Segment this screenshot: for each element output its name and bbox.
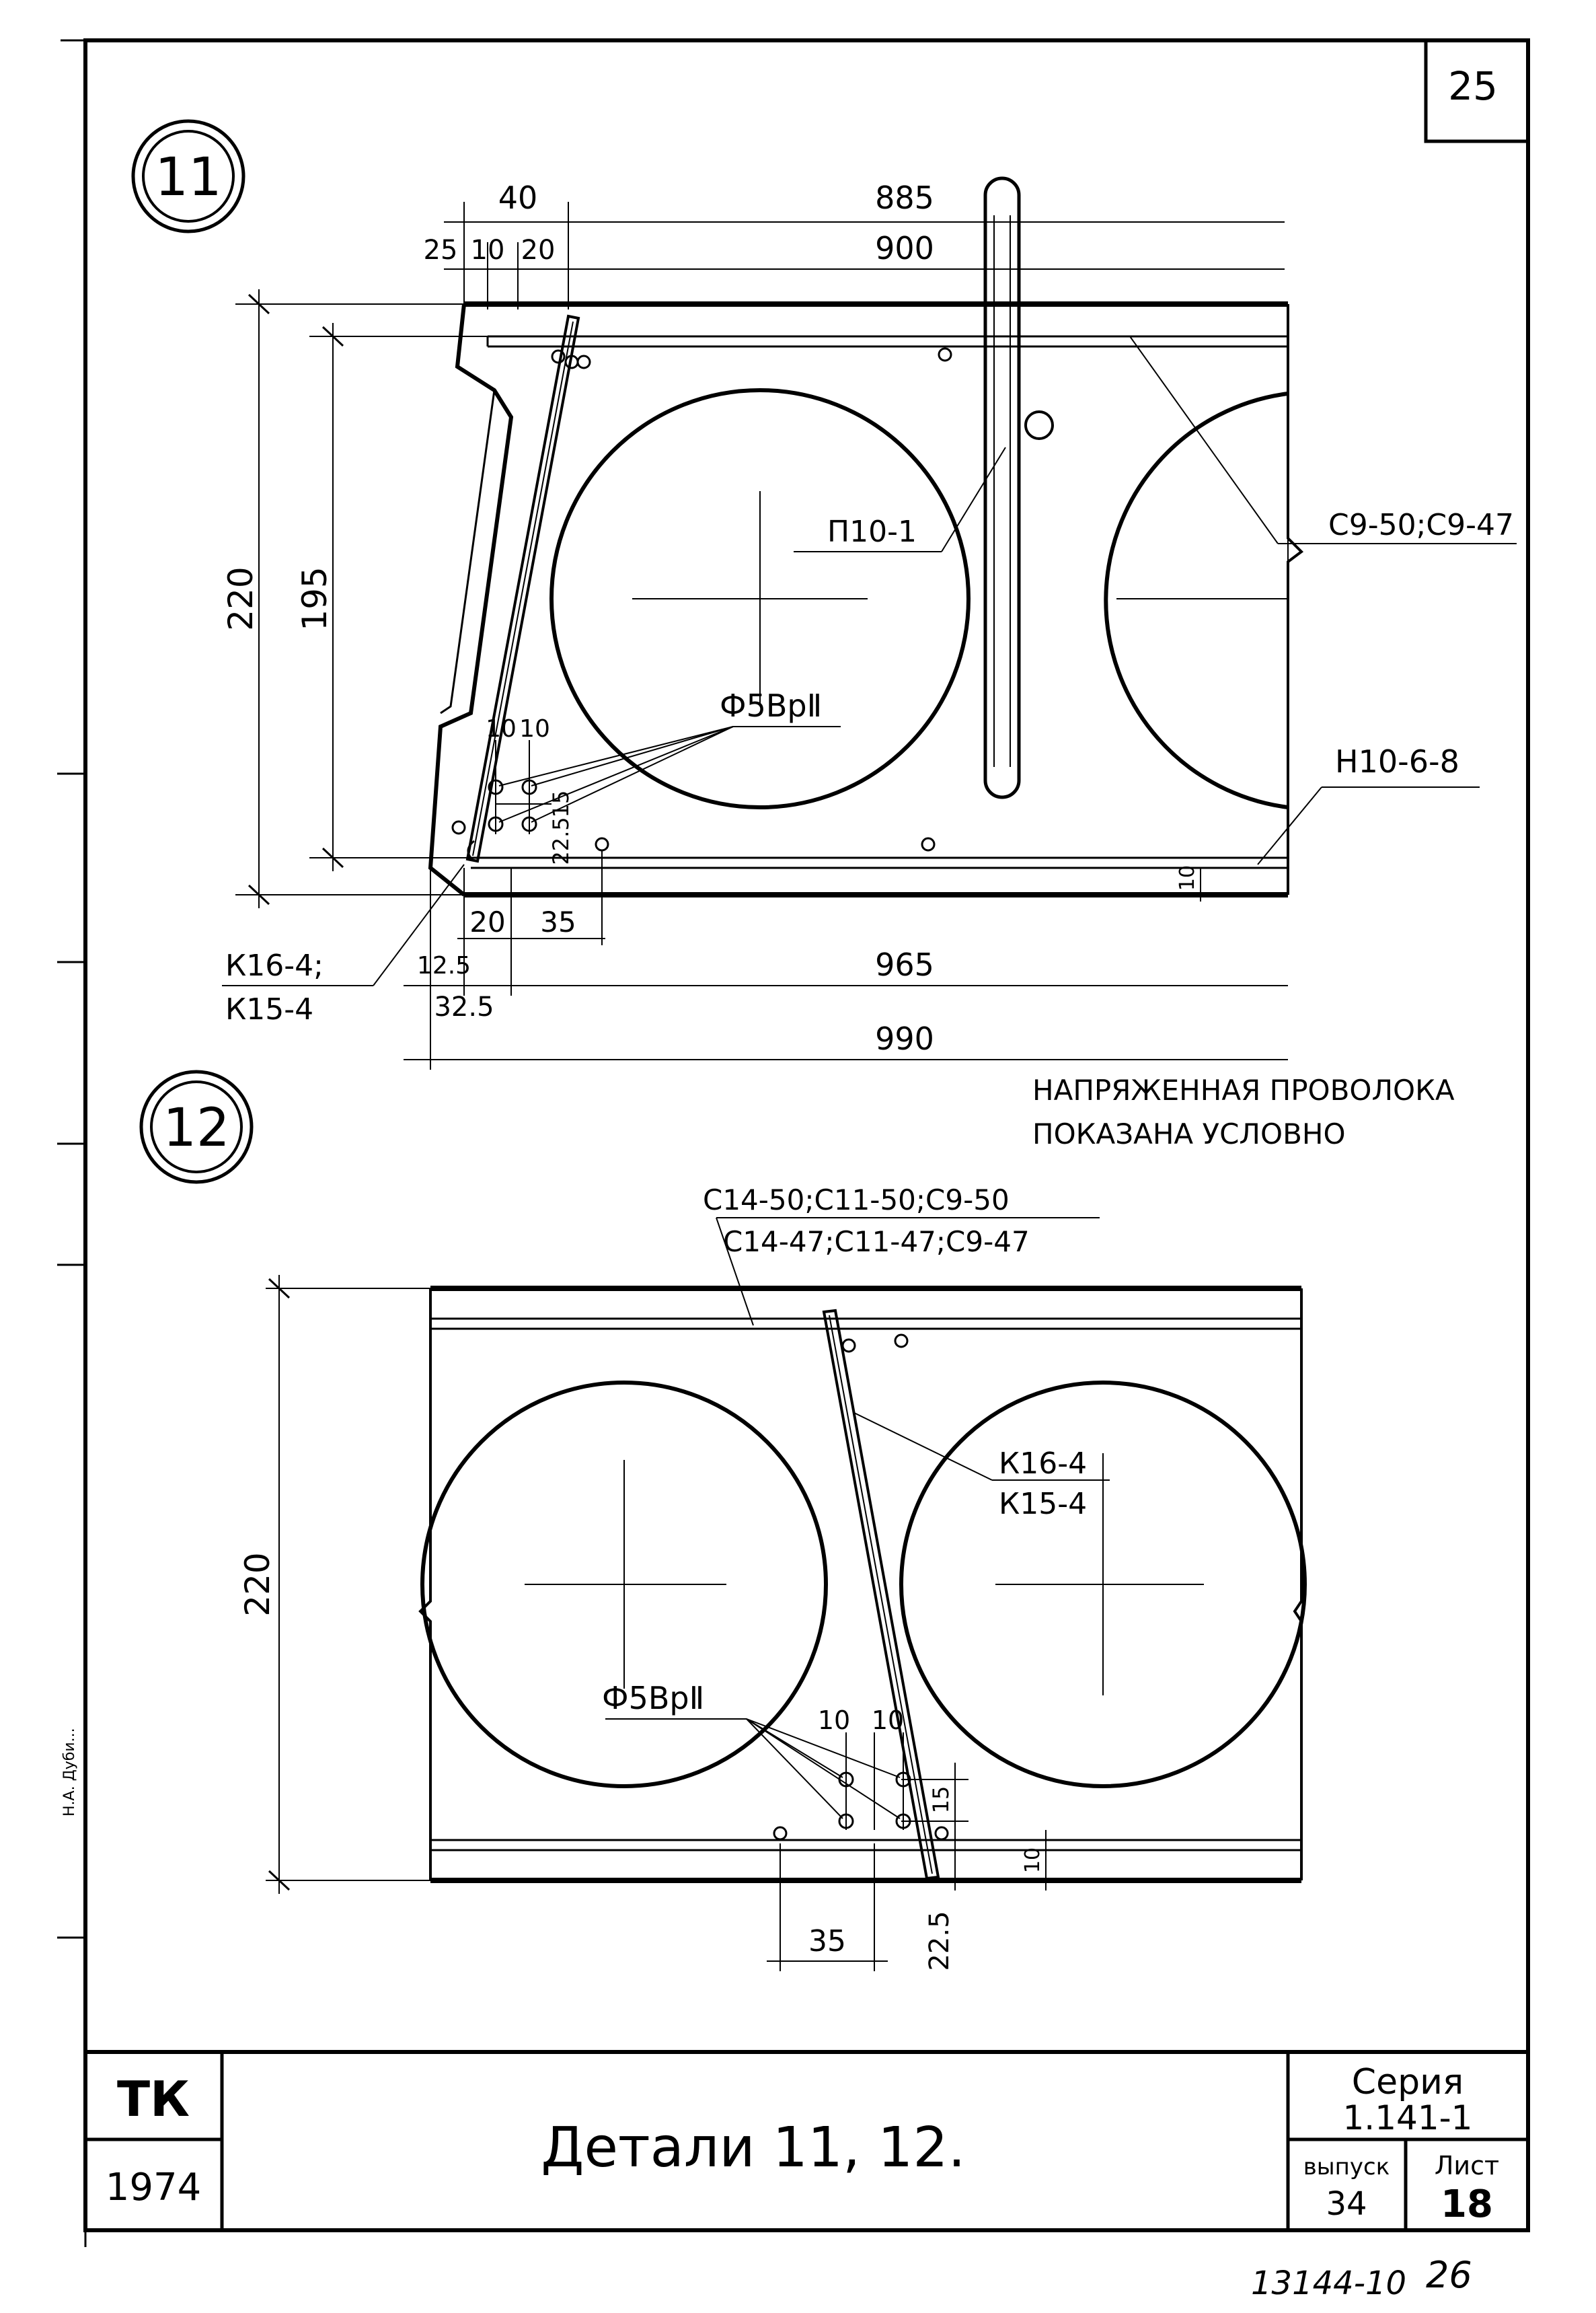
dim-15: 15 — [548, 791, 574, 818]
dim-10c: 10 — [519, 715, 550, 743]
leaders-12 — [716, 1217, 1110, 1481]
dim-32-5: 32.5 — [434, 992, 494, 1023]
dim-10a-12: 10 — [818, 1705, 850, 1735]
bottom-stamp-handwritten: 26 — [1426, 2254, 1472, 2296]
hollow-void-right-12 — [899, 1381, 1307, 1788]
dim-965: 965 — [875, 947, 934, 983]
dim-22-5-12: 22.5 — [924, 1911, 955, 1971]
hollow-void-left-12 — [420, 1381, 828, 1788]
sheet-value: 18 — [1441, 2182, 1493, 2226]
series-value: 1.141-1 — [1343, 2098, 1473, 2137]
callout-12: 12 — [139, 1070, 254, 1184]
dim-195: 195 — [295, 566, 334, 630]
note-line-1: НАПРЯЖЕННАЯ ПРОВОЛОКА — [1032, 1074, 1455, 1107]
dim-20b: 20 — [469, 906, 505, 939]
dim-220: 220 — [221, 566, 260, 630]
dim-10c-12: 10 — [1021, 1847, 1044, 1873]
dim-35: 35 — [540, 906, 576, 939]
label-c-top-12: С14-50;С11-50;С9-50 — [703, 1183, 1010, 1216]
series-label: Серия — [1352, 2062, 1464, 2102]
title-year: 1974 — [106, 2166, 202, 2209]
margin-text: Н.А. Дуби... — [61, 1728, 78, 1816]
title-org: ТК — [117, 2071, 190, 2127]
dim-220-12: 220 — [238, 1552, 277, 1616]
label-k15-12: К15-4 — [999, 1487, 1087, 1521]
diagonal-frame-k16-12 — [822, 1309, 940, 1880]
label-c-bottom-12: С14-47;С11-47;С9-47 — [723, 1225, 1030, 1258]
dimensions-11 — [235, 202, 1288, 1070]
slab-section-12 — [418, 1286, 1303, 1883]
dim-25: 25 — [424, 235, 458, 266]
label-k16-12: К16-4 — [999, 1446, 1087, 1481]
leaders-11 — [222, 336, 1517, 986]
title-block: ТК 1974 Детали 11, 12. Серия 1.141-1 вып… — [85, 2050, 1528, 2230]
dim-10b-12: 10 — [872, 1705, 904, 1735]
label-h10: Н10-6-8 — [1335, 743, 1459, 780]
callout-12-label: 12 — [163, 1098, 229, 1159]
diagonal-frame-k16 — [465, 314, 591, 863]
label-p10: П10-1 — [827, 515, 917, 549]
tension-wires-11 — [451, 726, 841, 852]
dim-990: 990 — [875, 1021, 934, 1057]
detail-12: 12 — [139, 1070, 1307, 1971]
bottom-stamp: 13144-10 — [1251, 2265, 1406, 2302]
hollow-void-right — [1104, 392, 1289, 809]
issue-value: 34 — [1326, 2185, 1367, 2223]
dim-900: 900 — [875, 230, 934, 266]
issue-label: выпуск — [1303, 2154, 1390, 2180]
sheet-label: Лист — [1435, 2151, 1499, 2180]
sheet-number-box: 25 — [1424, 38, 1530, 143]
note-line-2: ПОКАЗАНА УСЛОВНО — [1032, 1117, 1346, 1150]
label-k15-11: К15-4 — [225, 992, 313, 1027]
tension-wires-12 — [605, 1718, 949, 1841]
dimensions-12 — [266, 1275, 1063, 1971]
hollow-void-left — [549, 388, 971, 809]
drawing-title: Детали 11, 12. — [541, 2116, 965, 2180]
sheet-frame — [57, 38, 1530, 2247]
detail-11: 11 — [131, 119, 1517, 1070]
label-k16-11: К16-4; — [225, 949, 324, 983]
dim-10b: 10 — [486, 715, 517, 743]
callout-11-label: 11 — [155, 147, 221, 208]
label-c9: С9-50;С9-47 — [1328, 508, 1514, 542]
label-phi-11: Ф5ВрⅡ — [720, 688, 822, 724]
dim-12-5: 12.5 — [417, 952, 471, 980]
dim-22-5: 22.5 — [548, 817, 574, 865]
sheet-number: 25 — [1448, 63, 1498, 109]
dim-885: 885 — [875, 180, 934, 216]
lifting-loop-p10 — [921, 176, 1054, 852]
dim-10a: 10 — [471, 235, 505, 266]
dim-20a: 20 — [521, 235, 556, 266]
dim-10d: 10 — [1176, 865, 1199, 891]
dim-15-12: 15 — [928, 1786, 954, 1814]
label-phi-12: Ф5ВрⅡ — [602, 1680, 704, 1716]
dim-35-12: 35 — [808, 1924, 846, 1958]
dim-40: 40 — [498, 180, 538, 216]
callout-11: 11 — [131, 119, 245, 233]
